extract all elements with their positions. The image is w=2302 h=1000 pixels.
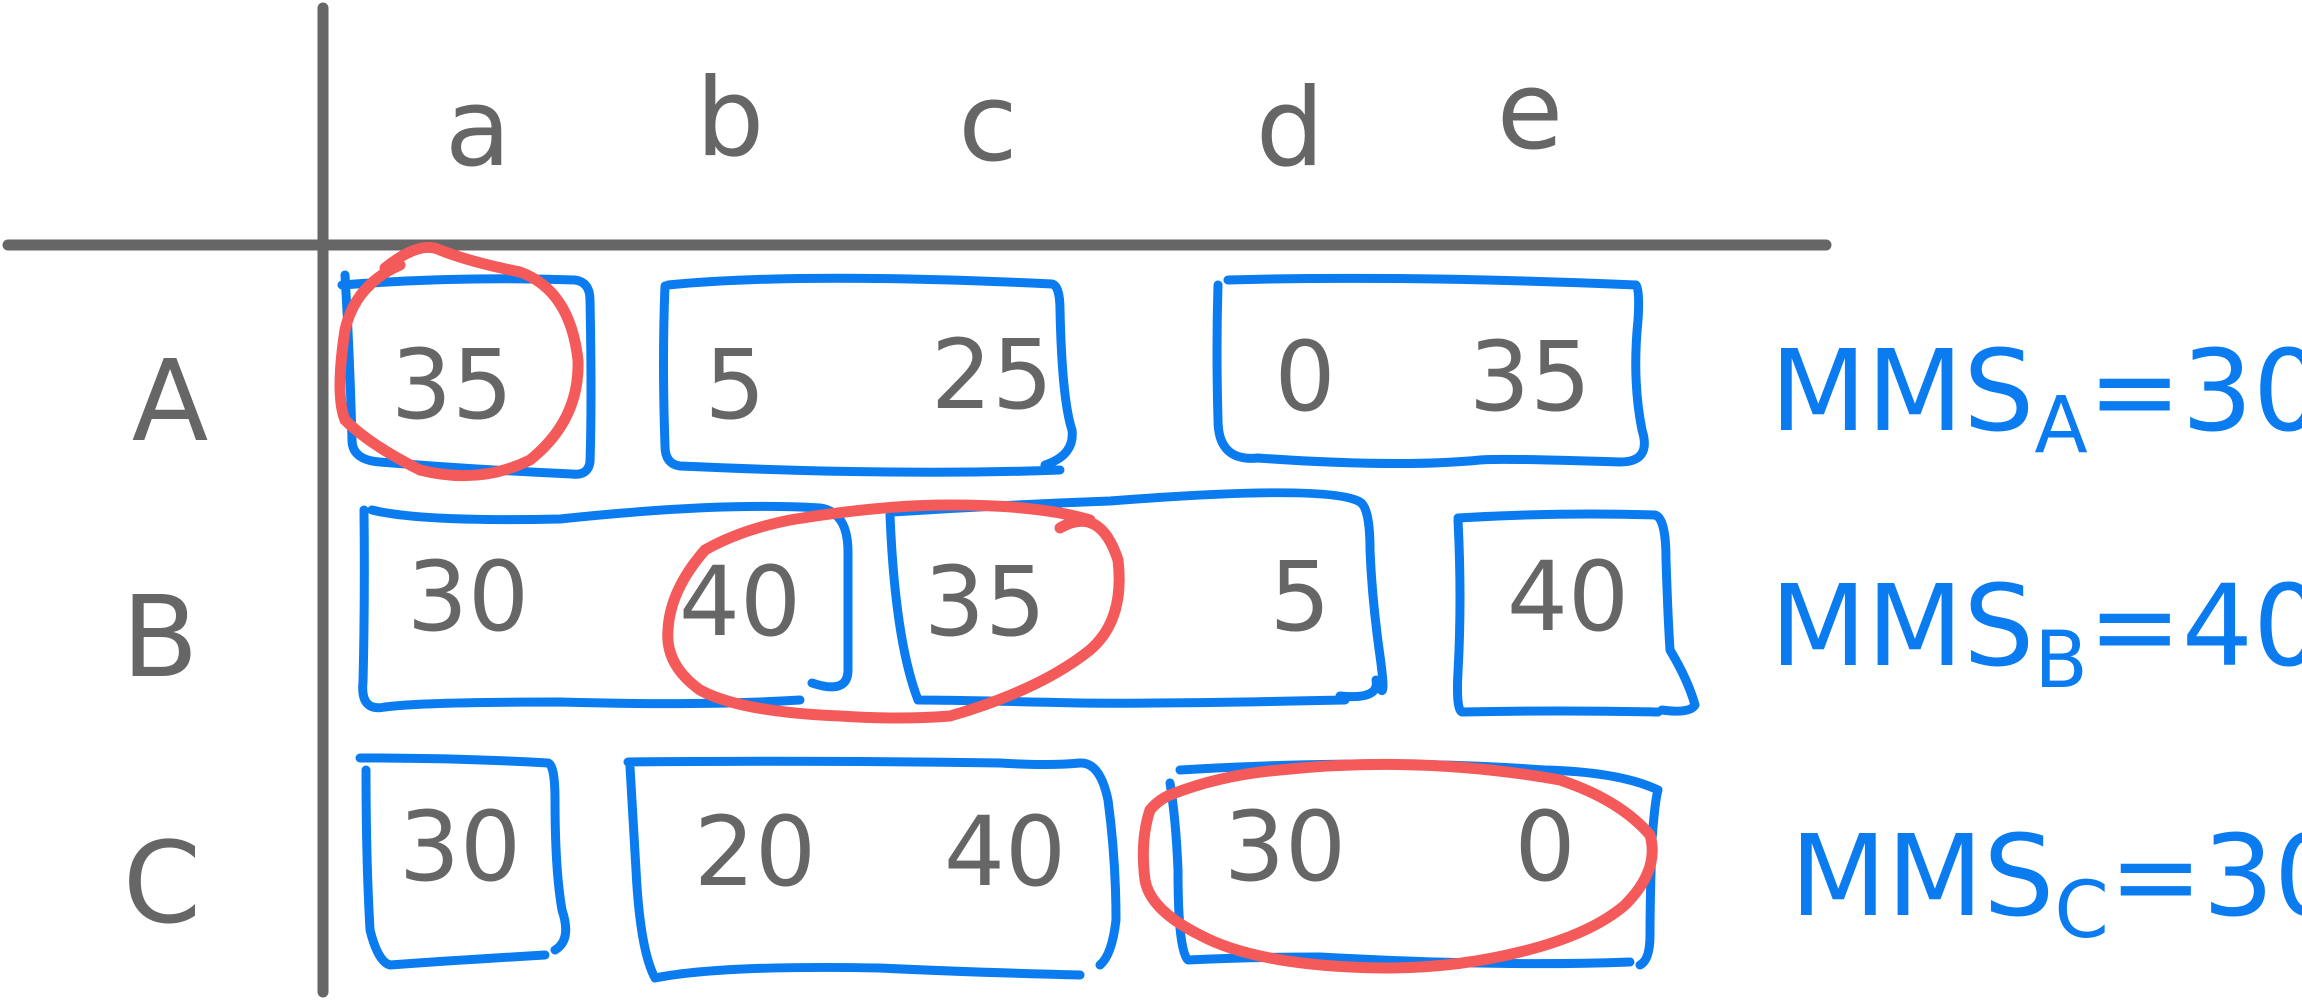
highlights <box>334 241 1658 974</box>
highlight-row-c <box>1137 758 1658 974</box>
highlight-row-b <box>662 499 1125 724</box>
cell-a-e: 35 <box>1469 321 1591 433</box>
mms-subscript-a: A <box>2034 381 2087 471</box>
cell-values: 35 5 25 0 35 30 40 35 5 40 30 20 40 30 0 <box>391 319 1629 908</box>
cell-c-b: 20 <box>694 796 816 908</box>
cell-a-c: 25 <box>931 319 1053 431</box>
cell-b-c: 35 <box>924 546 1046 658</box>
mms-value-c: =30 <box>2109 812 2302 942</box>
row-labels: A B C <box>122 337 209 949</box>
bundle-row-a-2 <box>659 273 1077 477</box>
mms-annotations: MMSA=30 MMSB=40 MMSC=30 <box>1770 327 2302 956</box>
bundle-row-b-3 <box>1453 509 1700 717</box>
highlight-row-a <box>334 241 584 482</box>
bundle-row-a-3 <box>1212 273 1649 469</box>
bundle-row-a-1 <box>337 270 596 479</box>
cell-c-c: 40 <box>944 796 1066 908</box>
cell-c-d: 30 <box>1224 791 1346 903</box>
cell-a-a: 35 <box>391 329 513 441</box>
mms-label-a: MMS <box>1770 327 2034 457</box>
cell-b-e: 40 <box>1507 541 1629 653</box>
row-label-a: A <box>132 337 209 467</box>
row-label-b: B <box>122 573 199 703</box>
cell-b-a: 30 <box>407 541 529 653</box>
mms-label-c: MMS <box>1790 812 2054 942</box>
column-headers: a b c d e <box>445 49 1563 191</box>
mms-value-b: =40 <box>2088 562 2302 692</box>
cell-b-d: 5 <box>1269 541 1330 653</box>
cell-a-d: 0 <box>1274 321 1335 433</box>
mms-label-b: MMS <box>1770 562 2034 692</box>
mms-row-c: MMSC=30 <box>1790 812 2302 956</box>
bundle-row-c-2 <box>623 756 1121 983</box>
column-header-c: c <box>958 61 1017 186</box>
cell-c-e: 0 <box>1514 791 1575 903</box>
mms-value-a: =30 <box>2088 327 2302 457</box>
mms-row-a: MMSA=30 <box>1770 327 2302 471</box>
cell-a-b: 5 <box>704 329 765 441</box>
column-header-d: d <box>1256 66 1325 191</box>
bundle-row-c-1 <box>355 753 571 970</box>
column-header-b: b <box>696 56 765 181</box>
cell-c-a: 30 <box>399 791 521 903</box>
mms-row-b: MMSB=40 <box>1770 562 2302 706</box>
row-label-c: C <box>123 819 201 949</box>
column-header-e: e <box>1497 49 1563 174</box>
column-header-a: a <box>445 66 511 191</box>
bundle-row-b-1 <box>358 501 853 713</box>
mms-subscript-b: B <box>2034 616 2088 706</box>
mms-subscript-c: C <box>2054 866 2108 956</box>
bundles <box>337 270 1700 983</box>
